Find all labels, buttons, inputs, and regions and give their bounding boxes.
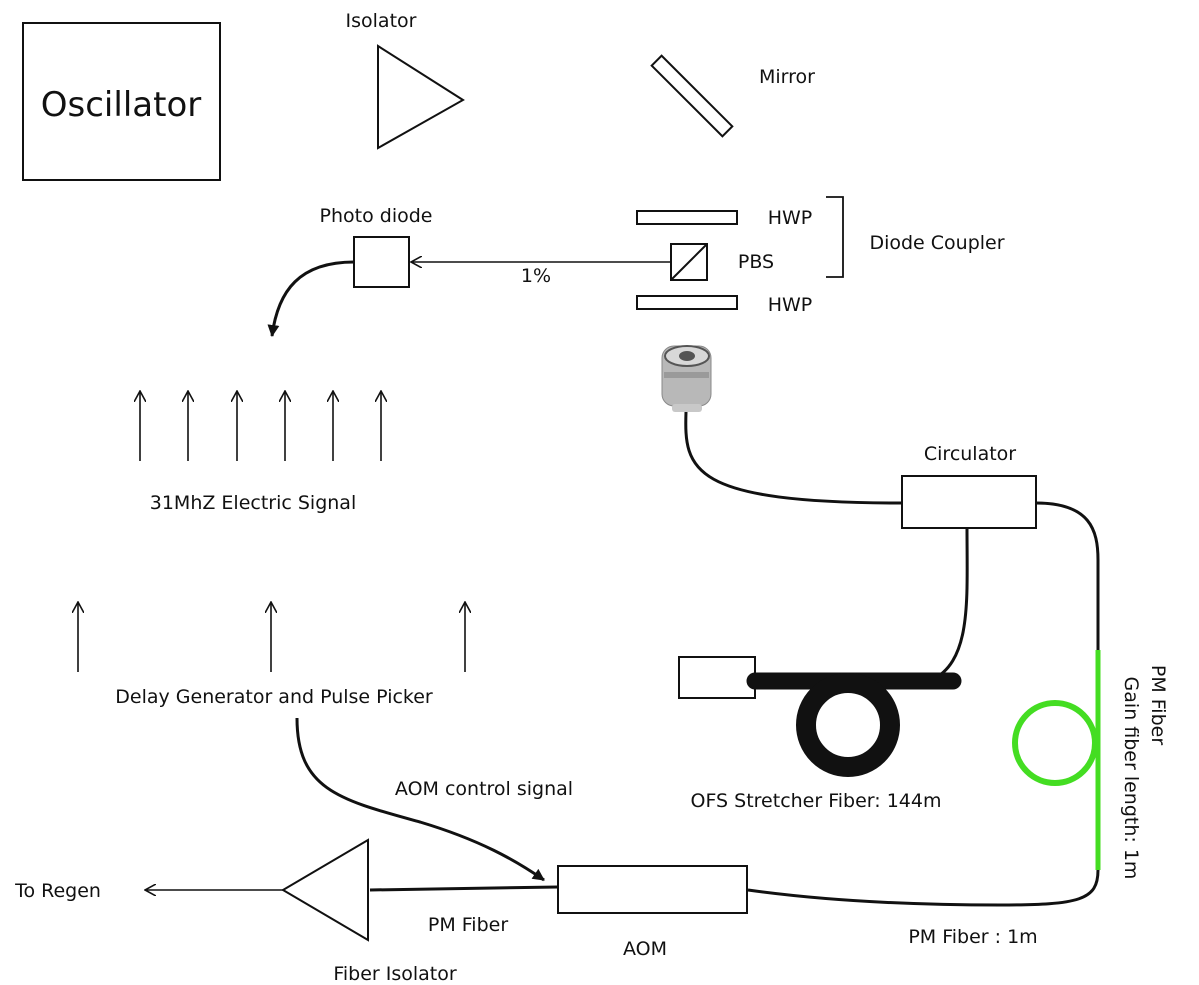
circulator-to-gain-fiber — [1036, 503, 1098, 650]
hwp-top-label: HWP — [768, 207, 813, 229]
pm-fiber-vertical-label: PM Fiber — [1147, 665, 1169, 745]
to-regen-label: To Regen — [14, 880, 101, 902]
hwp-bottom-label: HWP — [768, 294, 813, 316]
diode-coupler-label: Diode Coupler — [869, 232, 1004, 254]
gain-fiber — [1015, 650, 1098, 870]
pm-fiber-left-label: PM Fiber — [428, 914, 508, 936]
hwp-bottom — [637, 296, 737, 309]
ofs-stretcher-label: OFS Stretcher Fiber: 144m — [691, 790, 942, 812]
aom-to-isolator-fiber — [370, 887, 558, 890]
oscillator-label: Oscillator — [41, 85, 201, 125]
pm-fiber-bottom-label: PM Fiber : 1m — [908, 926, 1037, 948]
diode-coupler-block: HWP PBS HWP Diode Coupler — [637, 197, 1005, 316]
delay-generator-arrows: Delay Generator and Pulse Picker — [78, 603, 465, 708]
one-percent-label: 1% — [521, 265, 551, 287]
circulator-to-stretcher-fiber — [932, 528, 967, 680]
coupler-bracket — [826, 197, 843, 277]
photo-diode-label: Photo diode — [320, 205, 433, 227]
photo-diode-output-cable — [272, 262, 354, 336]
aom-block: AOM — [558, 866, 747, 960]
circulator-block: Circulator — [902, 443, 1036, 528]
aom-label: AOM — [623, 938, 667, 960]
oscillator-block: Oscillator — [23, 23, 220, 180]
fiber-isolator-block: Fiber Isolator — [283, 840, 457, 985]
pbs-label: PBS — [738, 251, 774, 273]
gain-fiber-label: Gain fiber length: 1m — [1120, 677, 1142, 880]
delay-generator-label: Delay Generator and Pulse Picker — [115, 686, 433, 708]
mirror-block: Mirror — [652, 56, 815, 137]
aom-control-label: AOM control signal — [395, 778, 573, 800]
electric-signal-label: 31MhZ Electric Signal — [150, 492, 356, 514]
fiber-collimator — [662, 346, 711, 412]
electric-signal-arrows: 31MhZ Electric Signal — [140, 392, 381, 514]
isolator-label: Isolator — [346, 10, 417, 32]
photo-diode-block: Photo diode 1% — [272, 205, 671, 336]
collimator-to-circulator-fiber — [686, 412, 902, 503]
gain-to-aom-fiber — [748, 870, 1098, 905]
ofs-stretcher-fiber: OFS Stretcher Fiber: 144m — [679, 657, 953, 812]
isolator-block: Isolator — [346, 10, 463, 148]
circulator-label: Circulator — [924, 443, 1016, 465]
hwp-top — [637, 211, 737, 224]
mirror-label: Mirror — [759, 66, 815, 88]
fiber-isolator-label: Fiber Isolator — [333, 963, 457, 985]
